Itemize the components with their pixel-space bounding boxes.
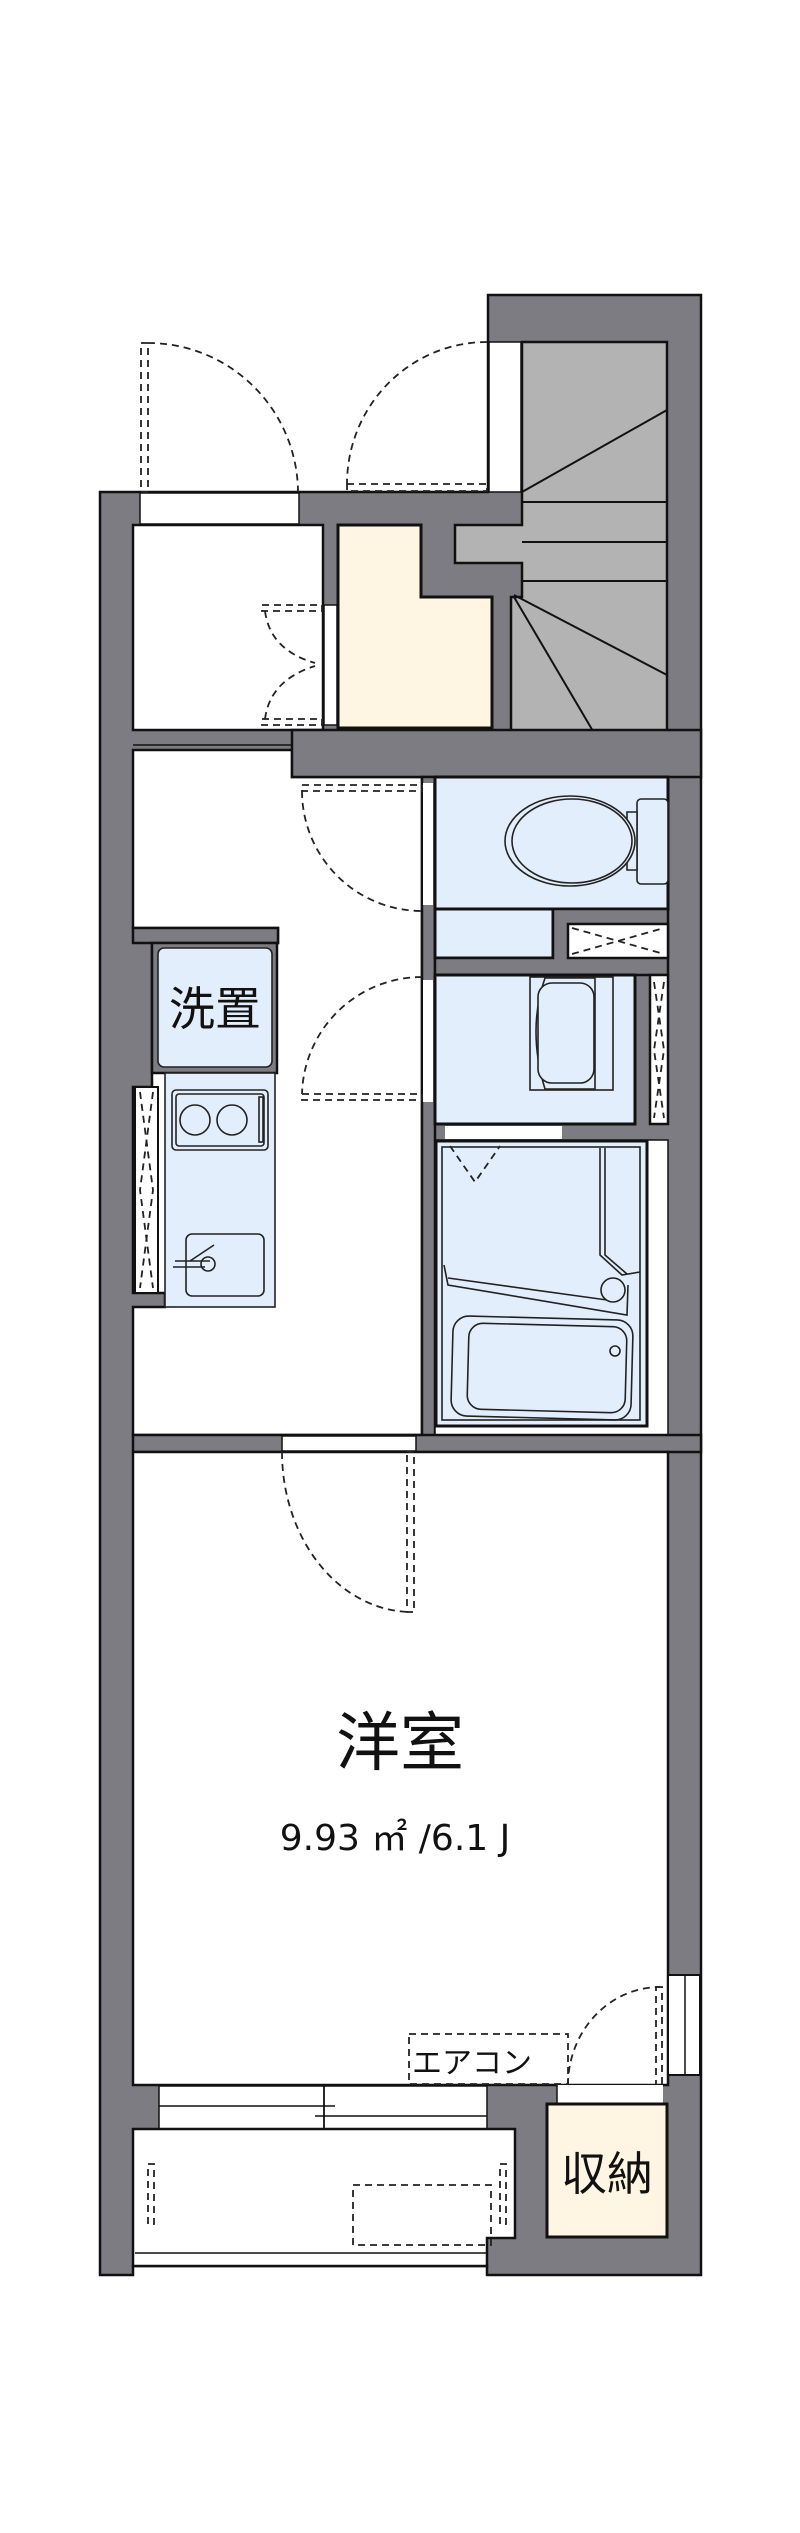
closet-label: 収納 bbox=[561, 2147, 653, 2201]
interior-wall bbox=[131, 1433, 703, 1454]
stove bbox=[171, 1089, 269, 1151]
aircon-label: エアコン bbox=[412, 2046, 532, 2081]
burner-icon bbox=[179, 1104, 211, 1136]
unit-bath bbox=[434, 1139, 669, 1437]
balcony-window[interactable] bbox=[158, 2084, 488, 2136]
washroom-door[interactable] bbox=[301, 976, 433, 1102]
ventilation bbox=[566, 922, 670, 960]
entrance-floor bbox=[131, 523, 325, 732]
toilet-room bbox=[433, 775, 670, 977]
toilet-icon bbox=[504, 795, 636, 887]
sink bbox=[185, 1233, 265, 1297]
entrance-door[interactable] bbox=[140, 342, 299, 493]
washer-space: 洗置 bbox=[150, 941, 279, 1075]
room-area-label: 9.93 ㎡ /6.1 J bbox=[280, 1817, 511, 1859]
room-door[interactable] bbox=[281, 1435, 417, 1613]
aircon: エアコン bbox=[408, 2033, 569, 2085]
faucet-icon bbox=[200, 1256, 216, 1272]
room-label: 洋室 bbox=[336, 1707, 464, 1781]
shoe-storage-door[interactable] bbox=[261, 604, 323, 726]
bath-threshold bbox=[445, 1126, 562, 1139]
stair-entry-opening bbox=[488, 341, 522, 493]
kitchen-window bbox=[134, 1086, 159, 1294]
room-side-window bbox=[667, 1974, 701, 2076]
entrance bbox=[131, 492, 325, 751]
kitchen-counter bbox=[164, 1072, 276, 1308]
drain-icon bbox=[600, 1277, 626, 1303]
interior-wall bbox=[290, 728, 703, 779]
toilet-tank bbox=[636, 798, 669, 885]
washbasin-icon bbox=[537, 982, 595, 1084]
shoe-storage bbox=[323, 523, 494, 730]
toilet-door[interactable] bbox=[301, 783, 433, 912]
bathtub-icon bbox=[466, 1322, 628, 1414]
closet-door[interactable] bbox=[567, 1986, 663, 2086]
western-room: 洋室 9.93 ㎡ /6.1 J bbox=[131, 1450, 670, 2087]
burner-icon bbox=[216, 1104, 248, 1136]
washroom bbox=[433, 973, 670, 1126]
aircon-outdoor-unit bbox=[352, 2184, 492, 2246]
entrance-opening bbox=[139, 492, 300, 525]
stairs bbox=[453, 340, 669, 745]
washer-label: 洗置 bbox=[169, 982, 261, 1036]
closet: 収納 bbox=[545, 2085, 669, 2239]
balcony bbox=[131, 2127, 517, 2268]
stair-door[interactable] bbox=[346, 341, 488, 492]
